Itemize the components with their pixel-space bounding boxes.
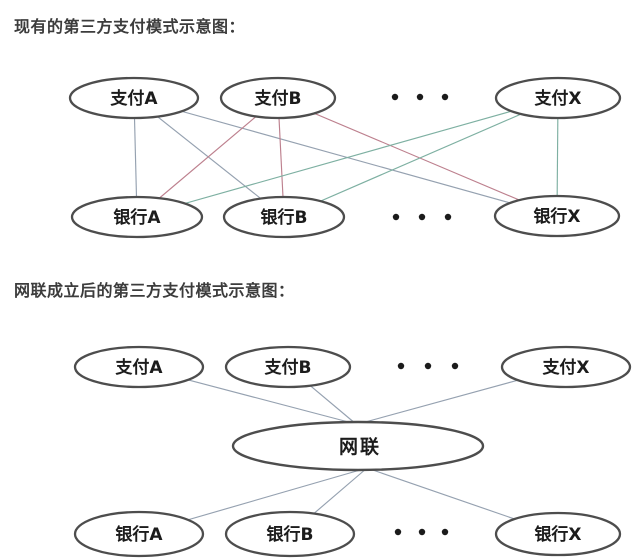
diagram2-title: 网联成立后的第三方支付模式示意图： xyxy=(14,281,295,300)
d2-node-hub: 网联 xyxy=(231,420,485,472)
ellipsis-dot xyxy=(418,528,426,536)
d2-hub-ellipse xyxy=(231,420,485,472)
d2-payment-x-label: 支付X xyxy=(542,357,589,378)
d2-bank-a-ellipse xyxy=(73,510,205,558)
ellipsis-dot xyxy=(424,362,432,370)
ellipsis-dot xyxy=(392,213,400,221)
d1-bank-a-ellipse xyxy=(70,195,204,239)
d1-link-payment-a-bank-x xyxy=(133,97,558,217)
d2-node-payment-b: 支付B xyxy=(224,345,352,389)
d1-payment-b-label: 支付B xyxy=(255,88,302,109)
d1-bank-x-label: 银行X xyxy=(533,206,580,227)
d1-bank-b-label: 银行B xyxy=(261,207,308,228)
ellipsis-dot xyxy=(391,93,399,101)
d1-link-payment-b-bank-x xyxy=(277,97,558,217)
d1-payment-x-label: 支付X xyxy=(534,88,581,109)
diagram1-title: 现有的第三方支付模式示意图： xyxy=(14,17,246,36)
ellipsis-dot xyxy=(394,528,402,536)
ellipsis-dot xyxy=(441,528,449,536)
d2-node-payment-x: 支付X xyxy=(500,345,632,389)
d1-bank-a-label: 银行A xyxy=(113,207,161,228)
ellipsis-dot xyxy=(444,213,452,221)
d2-bank-b-ellipse xyxy=(224,510,356,558)
d1-bank-b-ellipse xyxy=(222,195,346,239)
d2-bank-a-label: 银行A xyxy=(115,524,163,545)
d2-payment-x-ellipse xyxy=(500,345,632,389)
d1-banks-ellipsis-dots xyxy=(392,213,452,221)
d1-bank-x-ellipse xyxy=(493,194,621,238)
d1-link-payment-x-bank-b xyxy=(283,97,559,218)
ellipsis-dot xyxy=(451,362,459,370)
d2-payments-ellipsis-dots xyxy=(397,362,459,370)
d1-payment-x-ellipse xyxy=(494,76,622,120)
d2-banks-ellipsis-dots xyxy=(394,528,449,536)
d1-link-payment-a-bank-b xyxy=(133,97,285,218)
d1-node-bank-a: 银行A xyxy=(70,195,204,239)
d2-payment-a-ellipse xyxy=(73,345,205,389)
d1-node-bank-x: 银行X xyxy=(493,194,621,238)
d1-payments-ellipsis-dots xyxy=(391,93,449,101)
d1-payment-a-ellipse xyxy=(68,76,200,120)
d2-links-payments-to-hub xyxy=(138,366,567,425)
d2-node-bank-b: 银行B xyxy=(224,510,356,558)
d2-node-payment-a: 支付A xyxy=(73,345,205,389)
ellipsis-dot xyxy=(418,213,426,221)
d2-payment-a-label: 支付A xyxy=(115,357,163,378)
d1-payment-a-label: 支付A xyxy=(110,88,158,109)
d1-node-payment-b: 支付B xyxy=(219,76,337,120)
d1-link-payment-x-bank-a xyxy=(136,97,559,218)
ellipsis-dot xyxy=(397,362,405,370)
d2-payment-b-ellipse xyxy=(224,345,352,389)
d2-bank-x-label: 银行X xyxy=(534,524,581,545)
d1-payment-b-ellipse xyxy=(219,76,337,120)
d2-payment-b-label: 支付B xyxy=(265,357,312,378)
ellipsis-dot xyxy=(416,93,424,101)
d1-node-payment-x: 支付X xyxy=(494,76,622,120)
d1-node-payment-a: 支付A xyxy=(68,76,200,120)
d2-bank-x-ellipse xyxy=(494,511,622,557)
d1-node-bank-b: 银行B xyxy=(222,195,346,239)
d2-bank-b-label: 银行B xyxy=(267,524,314,545)
ellipsis-dot xyxy=(441,93,449,101)
d2-hub-label: 网联 xyxy=(339,436,381,458)
d2-node-bank-a: 银行A xyxy=(73,510,205,558)
d2-node-bank-x: 银行X xyxy=(494,511,622,557)
